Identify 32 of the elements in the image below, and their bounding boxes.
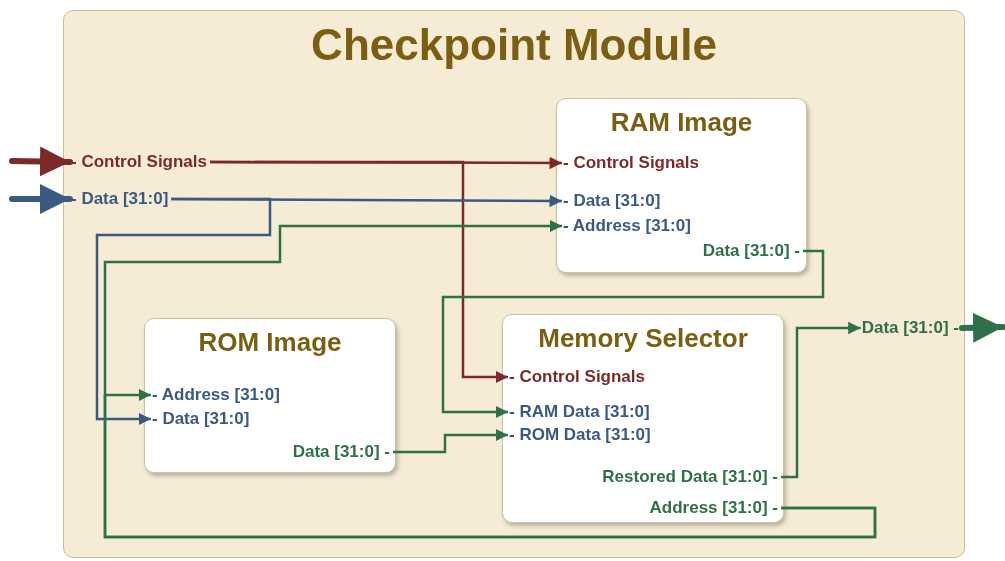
connector-arrow xyxy=(393,428,508,454)
port-label: - Data [31:0] xyxy=(563,191,661,211)
connector-arrow xyxy=(9,146,73,177)
block-title: RAM Image xyxy=(610,107,753,137)
block-box xyxy=(502,314,784,523)
block-title: Memory Selector xyxy=(538,323,748,353)
port-label: - ROM Data [31:0] xyxy=(509,425,651,445)
block-box xyxy=(556,98,807,273)
connector-arrow xyxy=(441,249,825,419)
port-label: - Address [31:0] xyxy=(563,216,691,236)
connector-arrow xyxy=(95,197,272,426)
connector-arrow xyxy=(9,184,73,214)
port-label: - Control Signals xyxy=(509,367,645,387)
module-box xyxy=(63,10,965,558)
port-label: - Control Signals xyxy=(563,153,699,173)
block-title: ROM Image xyxy=(198,327,342,357)
port-label: Address [31:0] - xyxy=(649,498,778,518)
port-label: Restored Data [31:0] - xyxy=(602,467,778,487)
connector-arrow xyxy=(103,388,877,539)
port-label: - Address [31:0] xyxy=(152,385,280,405)
port-label: - Data [31:0] xyxy=(152,409,250,429)
connector-arrow xyxy=(959,312,1005,343)
port-label: Data [31:0] - xyxy=(292,442,390,462)
port-label: Data [31:0] - xyxy=(702,241,800,261)
port-label: - RAM Data [31:0] xyxy=(509,402,650,422)
connector-arrow xyxy=(210,160,508,384)
port-label: - Data [31:0] xyxy=(71,189,169,209)
port-label: - Control Signals xyxy=(71,152,207,172)
block-box xyxy=(144,318,396,473)
port-label: Data [31:0] - xyxy=(861,318,959,338)
block-title: Checkpoint Module xyxy=(311,21,717,69)
connector-arrow xyxy=(781,321,861,479)
